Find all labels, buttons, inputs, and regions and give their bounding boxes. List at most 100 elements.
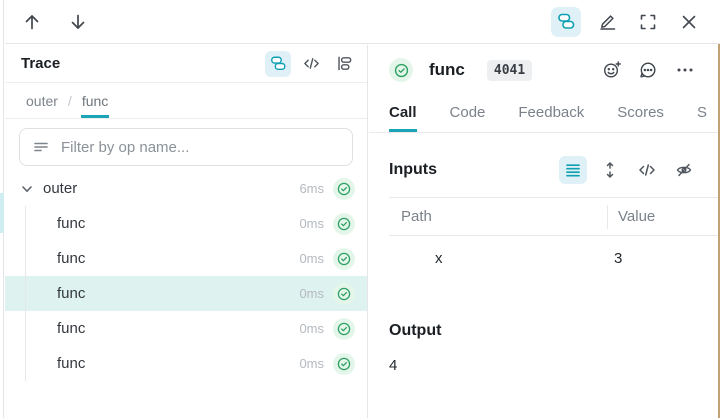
tree-row-outer[interactable]: outer 6ms bbox=[5, 171, 367, 206]
breadcrumb-separator: / bbox=[67, 93, 72, 109]
tree-row-label: func bbox=[57, 285, 86, 302]
success-check-icon bbox=[333, 352, 355, 375]
call-detail-panel: func 4041 bbox=[369, 45, 718, 418]
op-filter-box bbox=[19, 128, 353, 166]
down-arrow-icon bbox=[68, 12, 88, 32]
filter-lines-icon bbox=[32, 138, 50, 156]
input-value-cell: 3 bbox=[614, 249, 623, 267]
stacked-trace-icon bbox=[557, 12, 576, 31]
code-brackets-icon bbox=[303, 55, 320, 72]
tree-row-func-2[interactable]: func 0ms bbox=[5, 241, 367, 276]
inputs-section: Inputs bbox=[369, 156, 718, 374]
tree-row-label: func bbox=[57, 250, 86, 267]
trace-view-toggle-button[interactable] bbox=[551, 6, 581, 37]
output-heading: Output bbox=[389, 322, 442, 339]
eye-off-icon bbox=[675, 161, 693, 179]
output-value: 4 bbox=[389, 357, 398, 374]
tab-call[interactable]: Call bbox=[389, 95, 417, 132]
success-check-icon bbox=[333, 212, 355, 235]
op-filter-input[interactable] bbox=[61, 138, 340, 156]
add-reaction-button[interactable] bbox=[600, 58, 624, 82]
background-page-sliver bbox=[0, 0, 4, 418]
success-check-icon bbox=[333, 282, 355, 305]
background-selected-row-sliver bbox=[0, 193, 4, 233]
tab-code[interactable]: Code bbox=[449, 103, 486, 121]
tree-row-func-3-selected[interactable]: func 0ms bbox=[5, 276, 367, 311]
output-section: Output 4 bbox=[389, 322, 718, 374]
tree-row-duration: 0ms bbox=[299, 286, 324, 301]
tree-row-label: func bbox=[57, 320, 86, 337]
column-header-path[interactable]: Path bbox=[401, 208, 432, 225]
trace-panel-header: Trace bbox=[5, 45, 367, 83]
tree-row-duration: 0ms bbox=[299, 251, 324, 266]
stacked-trace-icon bbox=[270, 55, 287, 72]
tab-feedback[interactable]: Feedback bbox=[518, 103, 585, 121]
success-check-icon bbox=[333, 317, 355, 340]
close-icon bbox=[680, 13, 698, 31]
next-call-button[interactable] bbox=[63, 7, 93, 37]
top-toolbar bbox=[5, 0, 720, 44]
topbar-actions bbox=[551, 6, 704, 37]
overflow-menu-button[interactable] bbox=[672, 58, 698, 82]
call-header-actions bbox=[600, 58, 698, 82]
inputs-table: Path Value x 3 bbox=[389, 197, 718, 280]
list-lines-icon bbox=[564, 161, 582, 179]
comment-button[interactable] bbox=[636, 58, 660, 82]
tree-row-label: outer bbox=[43, 180, 78, 197]
hide-values-button[interactable] bbox=[670, 156, 698, 184]
tree-row-func-1[interactable]: func 0ms bbox=[5, 206, 367, 241]
code-view-inputs-button[interactable] bbox=[633, 156, 661, 184]
comment-bubble-icon bbox=[638, 60, 658, 80]
breadcrumb-item-func[interactable]: func bbox=[80, 85, 110, 118]
tree-row-duration: 0ms bbox=[299, 321, 324, 336]
tree-row-label: func bbox=[57, 215, 86, 232]
call-title: func bbox=[429, 60, 465, 79]
breadcrumb-item-outer[interactable]: outer bbox=[26, 93, 58, 109]
chevron-down-icon[interactable] bbox=[19, 181, 35, 197]
call-id-badge[interactable]: 4041 bbox=[486, 59, 533, 81]
success-check-icon bbox=[389, 58, 413, 82]
column-header-value[interactable]: Value bbox=[607, 204, 718, 229]
call-header: func 4041 bbox=[369, 45, 718, 95]
table-view-button[interactable] bbox=[559, 156, 587, 184]
fullscreen-button[interactable] bbox=[633, 7, 663, 37]
trace-panel-title: Trace bbox=[21, 55, 61, 72]
overflow-dots-icon bbox=[675, 60, 695, 80]
edit-pencil-icon bbox=[598, 12, 617, 31]
inputs-heading: Inputs bbox=[389, 161, 437, 178]
tree-row-duration: 6ms bbox=[299, 181, 324, 196]
inputs-view-toolbar bbox=[559, 156, 698, 184]
fullscreen-expand-icon bbox=[639, 13, 657, 31]
tree-row-func-5[interactable]: func 0ms bbox=[5, 346, 367, 381]
tree-row-duration: 0ms bbox=[299, 356, 324, 371]
code-view-button[interactable] bbox=[298, 51, 324, 77]
tab-summary-truncated[interactable]: S bbox=[696, 103, 707, 121]
tab-scores[interactable]: Scores bbox=[617, 103, 664, 121]
previous-call-button[interactable] bbox=[17, 7, 47, 37]
detail-tabs-bar: Call Code Feedback Scores S bbox=[369, 95, 718, 133]
call-nav-arrows bbox=[17, 7, 93, 37]
inputs-header: Inputs bbox=[389, 156, 718, 184]
trace-panel: Trace bbox=[5, 45, 368, 418]
trace-view-switcher bbox=[265, 50, 357, 77]
flame-graph-view-button[interactable] bbox=[331, 51, 357, 77]
tree-row-func-4[interactable]: func 0ms bbox=[5, 311, 367, 346]
inputs-table-header: Path Value bbox=[389, 198, 718, 236]
tree-view-button[interactable] bbox=[265, 50, 291, 77]
success-check-icon bbox=[333, 177, 355, 200]
trace-tree: outer 6ms func 0ms func 0ms bbox=[5, 171, 367, 381]
expand-rows-button[interactable] bbox=[596, 156, 624, 184]
edit-button[interactable] bbox=[592, 7, 622, 37]
unfold-vertical-icon bbox=[601, 161, 619, 179]
inputs-table-row[interactable]: x 3 bbox=[389, 236, 718, 280]
tree-row-label: func bbox=[57, 355, 86, 372]
tree-row-duration: 0ms bbox=[299, 216, 324, 231]
add-reaction-smiley-icon bbox=[602, 60, 622, 80]
close-panel-button[interactable] bbox=[674, 7, 704, 37]
up-arrow-icon bbox=[22, 12, 42, 32]
detail-tabs: Call Code Feedback Scores S bbox=[369, 95, 718, 132]
window-right-edge bbox=[718, 44, 720, 418]
flame-graph-icon bbox=[336, 55, 353, 72]
breadcrumb: outer / func bbox=[5, 83, 367, 119]
tree-indent-guide bbox=[25, 206, 26, 381]
